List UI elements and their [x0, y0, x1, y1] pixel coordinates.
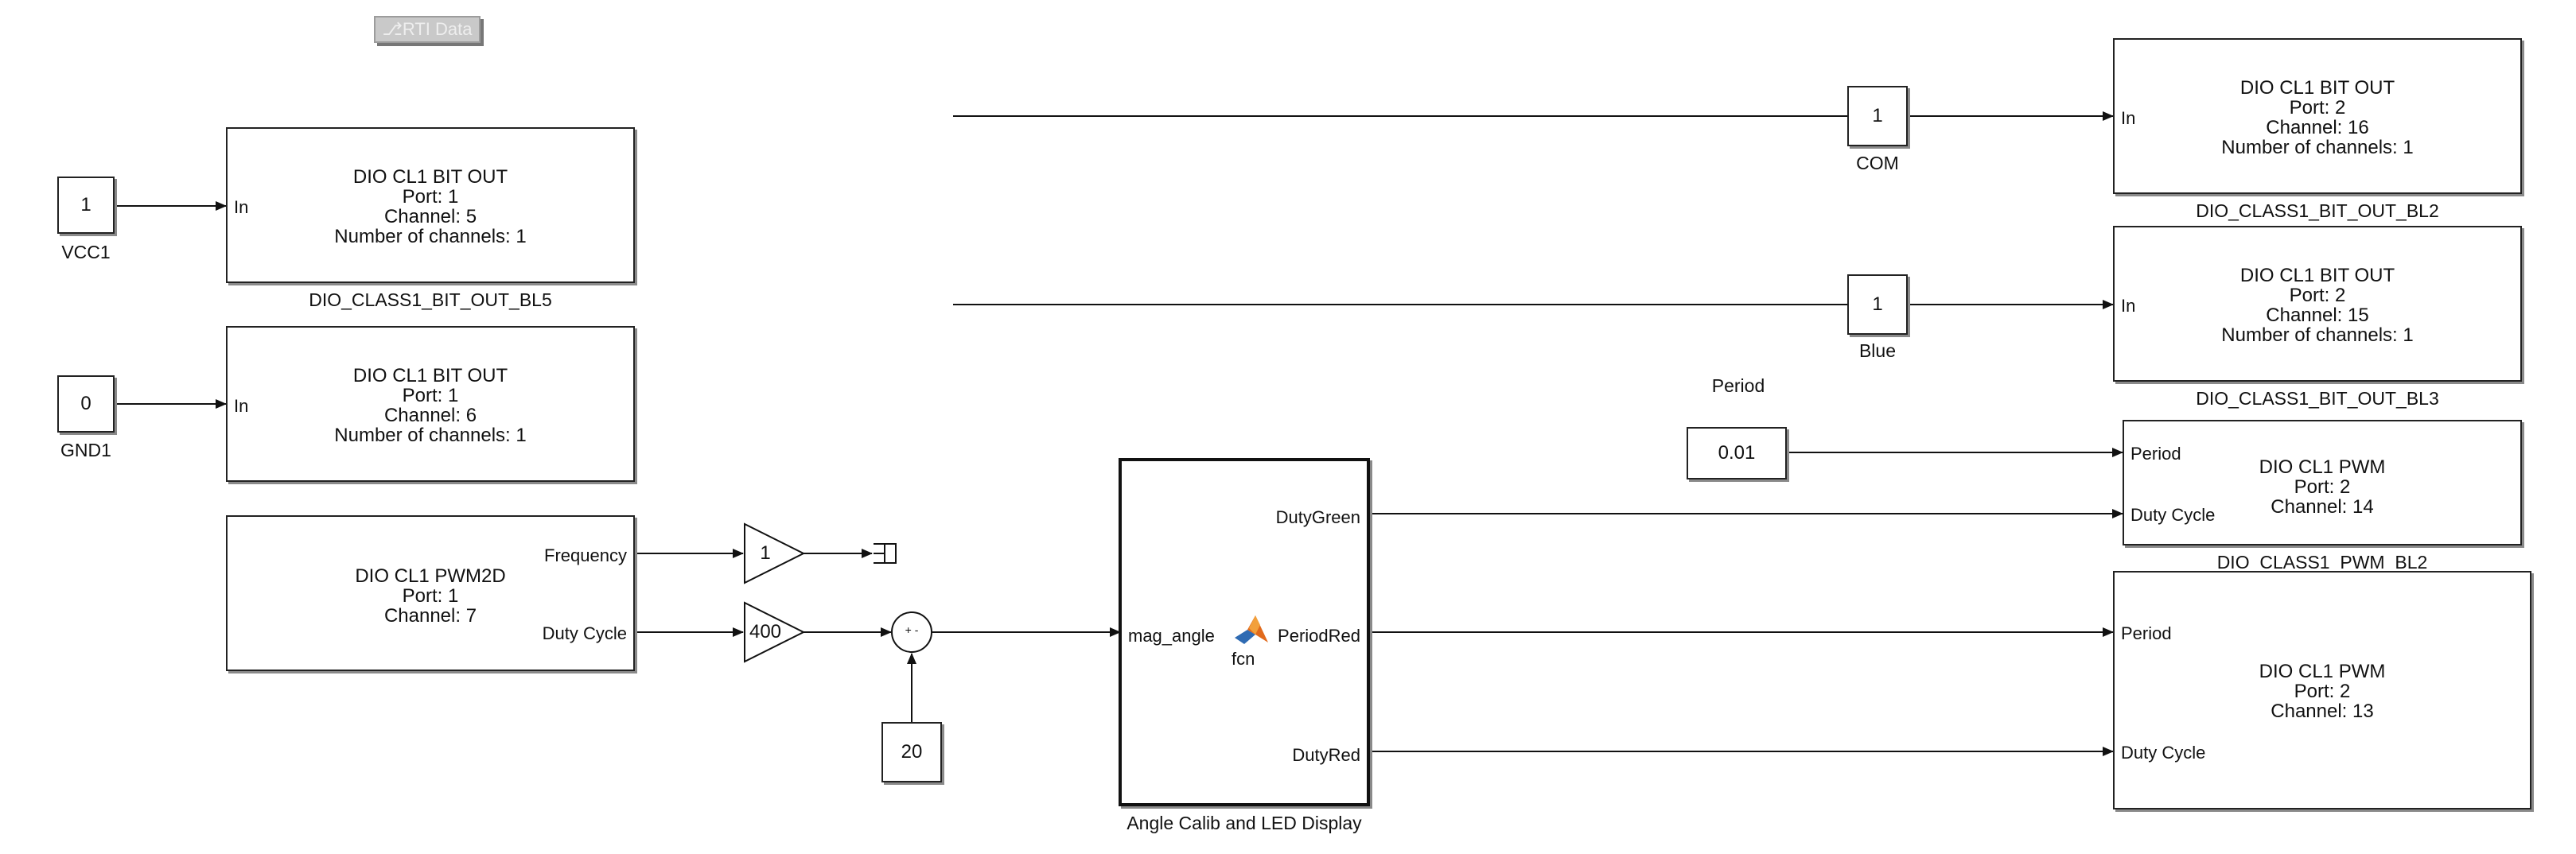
pwm-bl2-block-name: DIO_CLASS1_PWM_BL2: [2216, 552, 2428, 573]
dio-bit-out-ch6[interactable]: In DIO CL1 BIT OUT Port: 1 Channel: 6 Nu…: [226, 326, 635, 482]
pwm13-line-2: Port: 2: [2294, 681, 2351, 702]
ch6-line-3: Channel: 6: [383, 405, 477, 426]
bl3-in-port: In: [2121, 296, 2136, 316]
ch6-in-port: In: [234, 396, 249, 416]
bl5-line-2: Port: 1: [402, 186, 459, 208]
pwm2d-line-1: DIO CL1 PWM2D: [355, 565, 506, 587]
fcn-dutyred-port: DutyRed: [1292, 745, 1360, 765]
pwm13-line-3: Channel: 13: [2271, 701, 2374, 722]
fcn-block-name: Angle Calib and LED Display: [1127, 813, 1362, 833]
bl3-line-1: DIO CL1 BIT OUT: [2239, 265, 2395, 286]
constant-vcc1-value: 1: [80, 194, 91, 215]
bl3-line-2: Port: 2: [2289, 285, 2346, 306]
bl5-in-port: In: [234, 197, 249, 217]
bl5-line-4: Number of channels: 1: [334, 226, 527, 247]
pwm2d-line-2: Port: 1: [402, 585, 459, 607]
fcn-dutygreen-port: DutyGreen: [1275, 507, 1360, 527]
dio-pwm-ch13[interactable]: Period Duty Cycle DIO CL1 PWM Port: 2 Ch…: [2113, 571, 2531, 809]
bl3-block-name: DIO_CLASS1_BIT_OUT_BL3: [2196, 388, 2439, 409]
pwm-bl2-line-3: Channel: 14: [2271, 496, 2374, 518]
pwm13-period-port: Period: [2121, 623, 2172, 643]
pwm13-dutycycle-port: Duty Cycle: [2121, 743, 2206, 763]
rti-data-label: RTI Data: [402, 19, 473, 39]
bl2-line-4: Number of channels: 1: [2221, 137, 2414, 158]
gain-400-value: 400: [749, 621, 782, 642]
constant-blue-name: Blue: [1858, 340, 1897, 361]
constant-vcc1[interactable]: 1: [57, 177, 115, 234]
constant-gnd1-value: 0: [80, 393, 91, 414]
constant-period-name: Period: [1711, 375, 1765, 396]
dio-bit-out-bl5[interactable]: In DIO CL1 BIT OUT Port: 1 Channel: 5 Nu…: [226, 127, 635, 283]
matlab-logo-icon: [1235, 615, 1268, 644]
sum-block[interactable]: [891, 611, 932, 653]
fcn-in-port: mag_angle: [1128, 626, 1215, 646]
constant-20-value: 20: [901, 741, 923, 763]
bl3-line-4: Number of channels: 1: [2221, 324, 2414, 346]
pwm2d-frequency-port: Frequency: [544, 545, 627, 565]
pwm-bl2-dutycycle-port: Duty Cycle: [2130, 505, 2216, 525]
constant-blue-value: 1: [1872, 293, 1883, 315]
pwm13-line-1: DIO CL1 PWM: [2259, 661, 2386, 682]
dio-pwm-bl2[interactable]: Period Duty Cycle DIO CL1 PWM Port: 2 Ch…: [2123, 420, 2522, 545]
sum-signs: + -: [905, 623, 919, 636]
bl2-block-name: DIO_CLASS1_BIT_OUT_BL2: [2196, 200, 2439, 221]
constant-20[interactable]: 20: [881, 722, 942, 782]
gain-1-block[interactable]: [744, 522, 806, 584]
bl5-line-3: Channel: 5: [383, 206, 477, 227]
bl5-line-1: DIO CL1 BIT OUT: [352, 166, 508, 188]
rti-data-button[interactable]: ⎇RTI Data: [374, 16, 481, 43]
constant-blue[interactable]: 1: [1847, 274, 1908, 335]
gain-1-value: 1: [760, 542, 771, 564]
ch6-line-2: Port: 1: [402, 385, 459, 406]
pwm-bl2-line-1: DIO CL1 PWM: [2259, 456, 2386, 478]
bl3-line-3: Channel: 15: [2266, 305, 2369, 326]
bl2-in-port: In: [2121, 108, 2136, 128]
rti-link-icon: ⎇: [382, 19, 403, 39]
constant-com-name: COM: [1856, 153, 1899, 173]
pwm2d-line-3: Channel: 7: [383, 605, 477, 627]
fcn-periodred-port: PeriodRed: [1278, 626, 1360, 646]
constant-period-value: 0.01: [1718, 442, 1756, 464]
constant-period[interactable]: 0.01: [1687, 427, 1787, 479]
dio-bit-out-bl2[interactable]: In DIO CL1 BIT OUT Port: 2 Channel: 16 N…: [2113, 38, 2522, 194]
bl2-line-2: Port: 2: [2289, 97, 2346, 118]
gain-400-block[interactable]: [744, 601, 806, 663]
terminator-block[interactable]: [874, 543, 897, 564]
bl5-block-name: DIO_CLASS1_BIT_OUT_BL5: [309, 289, 552, 310]
ch6-line-4: Number of channels: 1: [334, 425, 527, 446]
constant-com-value: 1: [1872, 105, 1883, 126]
constant-gnd1[interactable]: 0: [57, 375, 115, 433]
bl2-line-1: DIO CL1 BIT OUT: [2239, 77, 2395, 99]
constant-gnd1-name: GND1: [60, 440, 111, 460]
ch6-line-1: DIO CL1 BIT OUT: [352, 365, 508, 386]
pwm-bl2-line-2: Port: 2: [2294, 476, 2351, 498]
constant-vcc1-name: VCC1: [61, 242, 111, 262]
matlab-function-block[interactable]: mag_angle DutyGreen PeriodRed DutyRed fc…: [1119, 458, 1370, 806]
fcn-icon-label: fcn: [1232, 649, 1255, 669]
bl2-line-3: Channel: 16: [2266, 117, 2369, 138]
pwm-bl2-period-port: Period: [2130, 444, 2181, 464]
dio-bit-out-bl3[interactable]: In DIO CL1 BIT OUT Port: 2 Channel: 15 N…: [2113, 226, 2522, 382]
pwm2d-dutycycle-port: Duty Cycle: [542, 623, 627, 643]
dio-pwm2d[interactable]: Frequency Duty Cycle DIO CL1 PWM2D Port:…: [226, 515, 635, 671]
constant-com[interactable]: 1: [1847, 86, 1908, 146]
